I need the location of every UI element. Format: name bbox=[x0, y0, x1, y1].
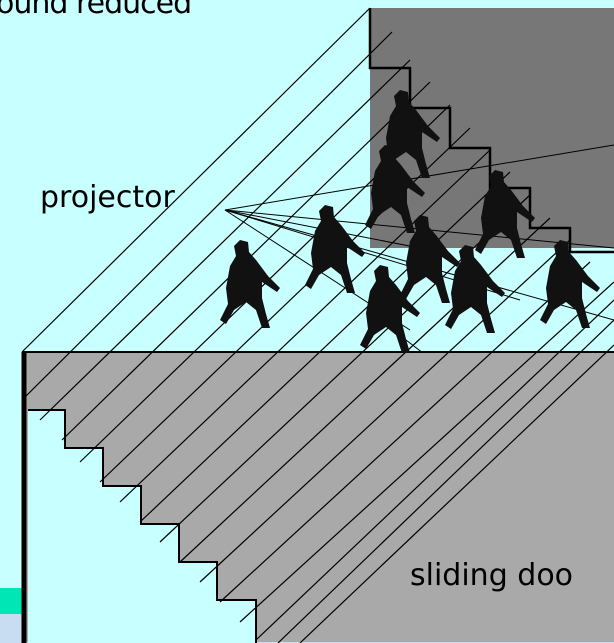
person-icon bbox=[220, 240, 280, 328]
tier-steps bbox=[368, 8, 614, 254]
top-caption: ound reduced bbox=[0, 0, 192, 21]
under-stair-opening bbox=[28, 410, 256, 643]
section-steps bbox=[28, 409, 257, 643]
seating-hatch bbox=[21, 7, 614, 643]
sliding-door-label: sliding doo bbox=[410, 558, 574, 593]
projector-label: projector bbox=[40, 180, 175, 215]
